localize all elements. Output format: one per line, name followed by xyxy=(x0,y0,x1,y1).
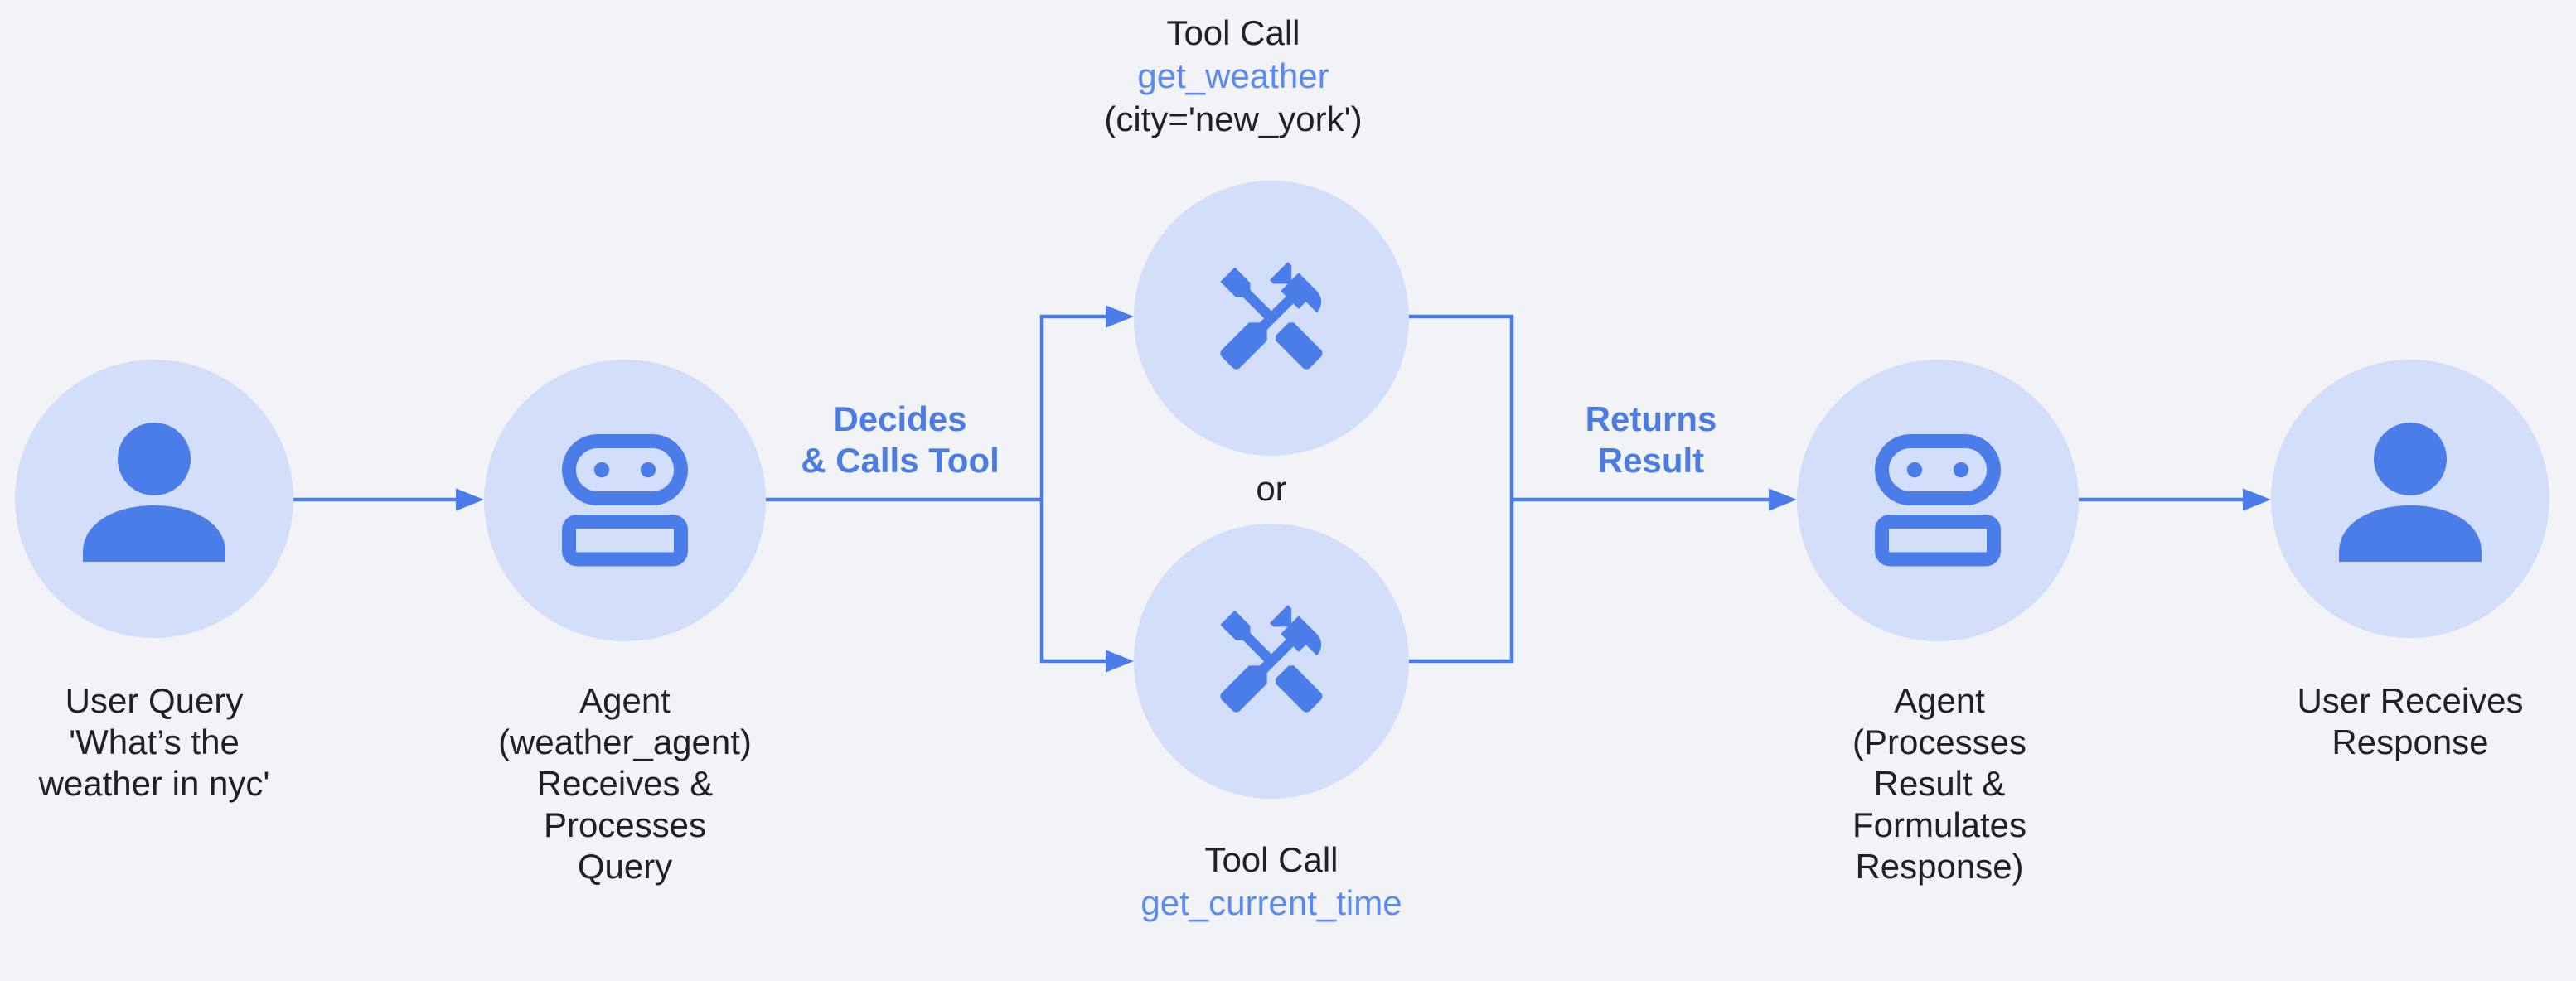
robot-icon xyxy=(1875,434,2001,567)
arrowhead-icon xyxy=(456,488,484,511)
handyman-icon xyxy=(1220,262,1323,370)
label-user-response: User Receives Response xyxy=(2297,681,2523,764)
label-tool-get-current-time: Tool Call get_current_time xyxy=(1140,840,1402,926)
edge-label-line: & Calls Tool xyxy=(801,442,1000,481)
label-line: Agent xyxy=(1894,683,1985,721)
edge-label-returns-result: Returns Result xyxy=(1586,399,1717,482)
tool-name: get_weather xyxy=(1137,58,1329,96)
arrowhead-icon xyxy=(1106,650,1134,673)
label-line: 'What’s the xyxy=(69,724,240,762)
label-line: Agent xyxy=(579,683,671,721)
arrowhead-icon xyxy=(1769,488,1797,511)
handyman-icon xyxy=(1220,605,1323,713)
label-tool-get-weather: Tool Call get_weather (city='new_york') xyxy=(1104,13,1362,143)
tool-call-title: Tool Call xyxy=(1166,15,1300,53)
arrowhead-icon xyxy=(2243,488,2271,511)
tool-name: get_current_time xyxy=(1140,885,1402,923)
edge-label-line: Result xyxy=(1597,442,1705,481)
node-agent-receive xyxy=(484,360,766,641)
label-line: User Receives xyxy=(2297,683,2524,721)
person-icon xyxy=(2339,422,2482,561)
person-icon xyxy=(83,422,225,561)
tool-args: (city='new_york') xyxy=(1104,101,1363,139)
edge-label-line: Returns xyxy=(1585,401,1717,439)
node-user-query xyxy=(15,360,293,638)
tool-call-title: Tool Call xyxy=(1204,842,1339,880)
branch-agent-to-tools xyxy=(763,305,1134,673)
edge-line xyxy=(763,314,1108,664)
arrow-user-to-agent xyxy=(291,488,484,511)
label-agent-receive: Agent (weather_agent) Receives & Process… xyxy=(498,681,752,888)
edge-label-decides-calls-tool: Decides & Calls Tool xyxy=(801,399,1000,482)
label-agent-respond: Agent (Processes Result & Formulates Res… xyxy=(1852,681,2026,888)
edge-label-line: Decides xyxy=(833,401,967,439)
arrow-agent-to-user xyxy=(2076,488,2271,511)
node-tool-get-weather xyxy=(1134,181,1409,456)
merge-tools-to-agent xyxy=(1407,314,1797,664)
edge-line xyxy=(1407,314,1771,664)
label-line: (Processes xyxy=(1852,724,2027,762)
node-agent-respond xyxy=(1797,360,2079,641)
label-line: Processes xyxy=(543,807,707,845)
label-line: Formulates xyxy=(1852,807,2027,845)
arrowhead-icon xyxy=(1106,305,1134,328)
label-line: User Query xyxy=(65,683,244,721)
label-line: weather in nyc' xyxy=(38,766,270,804)
or-label: or xyxy=(1256,471,1287,509)
label-line: Response xyxy=(2331,724,2489,762)
node-user-response xyxy=(2271,360,2549,638)
label-user-query: User Query 'What’s the weather in nyc' xyxy=(39,681,270,805)
robot-icon xyxy=(562,434,688,567)
label-line: Query xyxy=(577,848,673,887)
label-line: Result & xyxy=(1873,766,2006,804)
label-line: Receives & xyxy=(536,766,714,804)
label-line: (weather_agent) xyxy=(498,724,752,762)
label-line: Response) xyxy=(1855,848,2024,887)
node-tool-get-current-time xyxy=(1134,524,1409,799)
